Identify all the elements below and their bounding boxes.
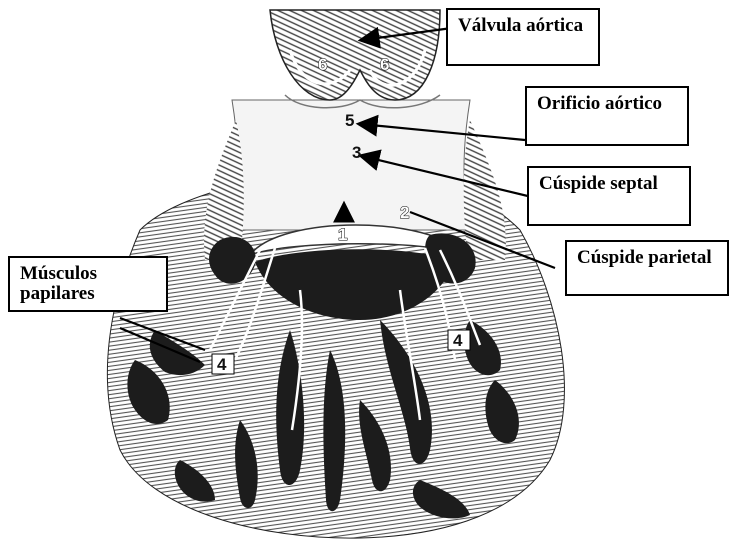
- label-5: 5: [345, 111, 354, 130]
- callout-parietal-cusp-text: Cúspide parietal: [577, 247, 712, 268]
- label-6b: 6: [380, 55, 389, 74]
- label-4b: 4: [453, 331, 463, 350]
- callout-aortic-valve-text: Válvula aórtica: [458, 15, 583, 36]
- callout-septal-cusp: Cúspide septal: [527, 166, 691, 226]
- callout-papillary-muscles: Músculos papilares: [8, 256, 168, 312]
- label-4a: 4: [217, 355, 227, 374]
- callout-septal-cusp-text: Cúspide septal: [539, 173, 658, 194]
- label-1: 1: [338, 225, 347, 244]
- label-2: 2: [400, 203, 409, 222]
- callout-papillary-muscles-text: Músculos papilares: [20, 263, 97, 304]
- label-6a: 6: [318, 55, 327, 74]
- aortic-valve-cusps: [270, 10, 440, 100]
- callout-parietal-cusp: Cúspide parietal: [565, 240, 729, 296]
- callout-aortic-orifice: Orificio aórtico: [525, 86, 689, 146]
- label-3: 3: [352, 143, 361, 162]
- callout-aortic-valve: Válvula aórtica: [446, 8, 600, 66]
- callout-aortic-orifice-text: Orificio aórtico: [537, 93, 662, 114]
